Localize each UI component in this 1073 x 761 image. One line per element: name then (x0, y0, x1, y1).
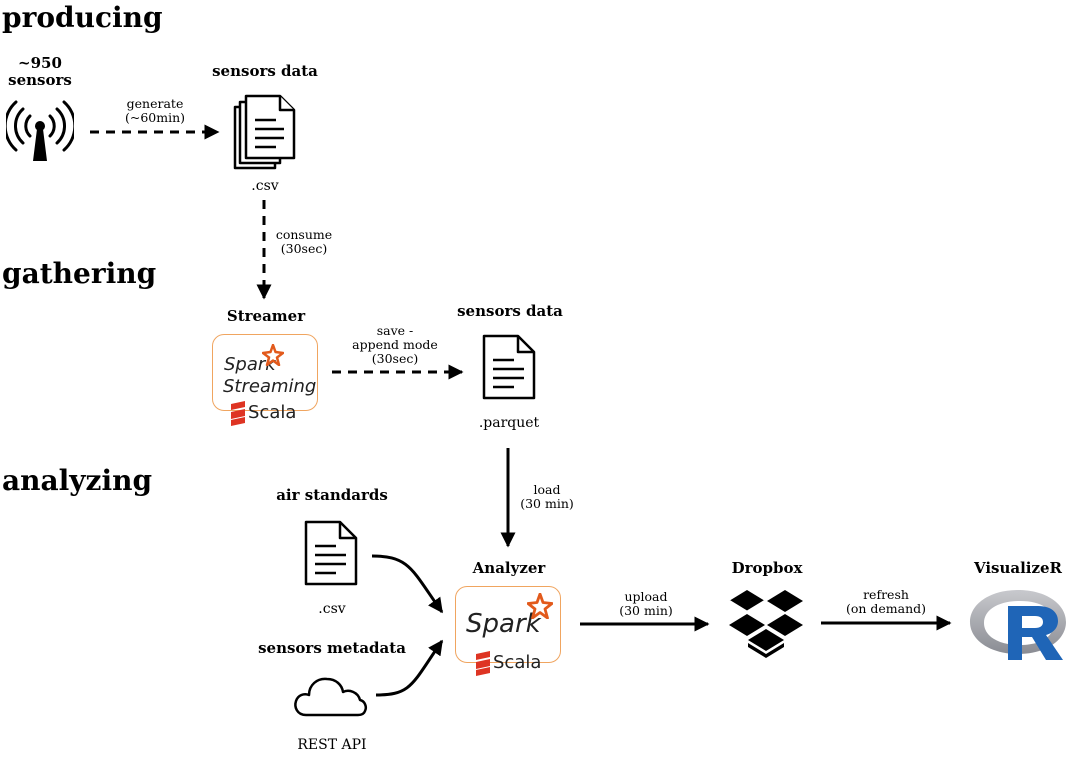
streamer-scala-text: Scala (248, 402, 297, 423)
edge-sensors-metadata (375, 639, 444, 697)
section-gathering: gathering (2, 257, 157, 290)
sensors-data-parquet-title: sensors data (457, 302, 563, 320)
streamer-title: Streamer (226, 307, 306, 325)
r-logo-icon (970, 590, 1066, 660)
edge-label-consume: consume (30sec) (268, 228, 340, 256)
air-standards-caption: .csv (318, 601, 346, 617)
documents-icon (233, 94, 296, 170)
document-icon (482, 334, 536, 400)
dropbox-icon (728, 590, 803, 658)
edge-label-refresh: refresh (on demand) (838, 588, 934, 616)
dropbox-title: Dropbox (731, 559, 803, 577)
sensors-title: ~950 sensors (8, 54, 72, 89)
streamer-streaming-text: Streaming (223, 376, 317, 397)
sensors-data-csv-caption: .csv (251, 178, 279, 194)
air-standards-title: air standards (276, 486, 388, 504)
sensors-data-csv-title: sensors data (212, 62, 318, 80)
analyzer-spark-text: Spark (466, 609, 541, 639)
spark-star-icon (262, 344, 284, 366)
sensors-metadata-title: sensors metadata (258, 639, 406, 657)
sensors-data-parquet-caption: .parquet (478, 415, 540, 431)
spark-star-icon (527, 593, 553, 619)
edge-label-save: save - append mode (30sec) (345, 324, 445, 366)
edge-label-generate: generate (~60min) (110, 97, 200, 125)
section-producing: producing (2, 1, 163, 34)
analyzer-box (455, 586, 561, 663)
document-icon (304, 520, 358, 586)
cloud-icon (294, 677, 368, 717)
antenna-icon (6, 100, 74, 161)
sensors-metadata-caption: REST API (297, 737, 367, 753)
edge-air-standards (371, 554, 444, 614)
analyzer-scala-text: Scala (493, 652, 542, 673)
edge-label-load: load (30 min) (512, 483, 582, 511)
section-analyzing: analyzing (2, 464, 153, 497)
scala-logo-icon (231, 401, 245, 426)
scala-logo-icon (476, 651, 490, 676)
streamer-spark-text: Spark (224, 354, 276, 375)
visualizer-title: VisualizeR (973, 559, 1063, 577)
streamer-box (212, 334, 318, 411)
edge-label-upload: upload (30 min) (606, 590, 686, 618)
analyzer-title: Analyzer (472, 559, 546, 577)
